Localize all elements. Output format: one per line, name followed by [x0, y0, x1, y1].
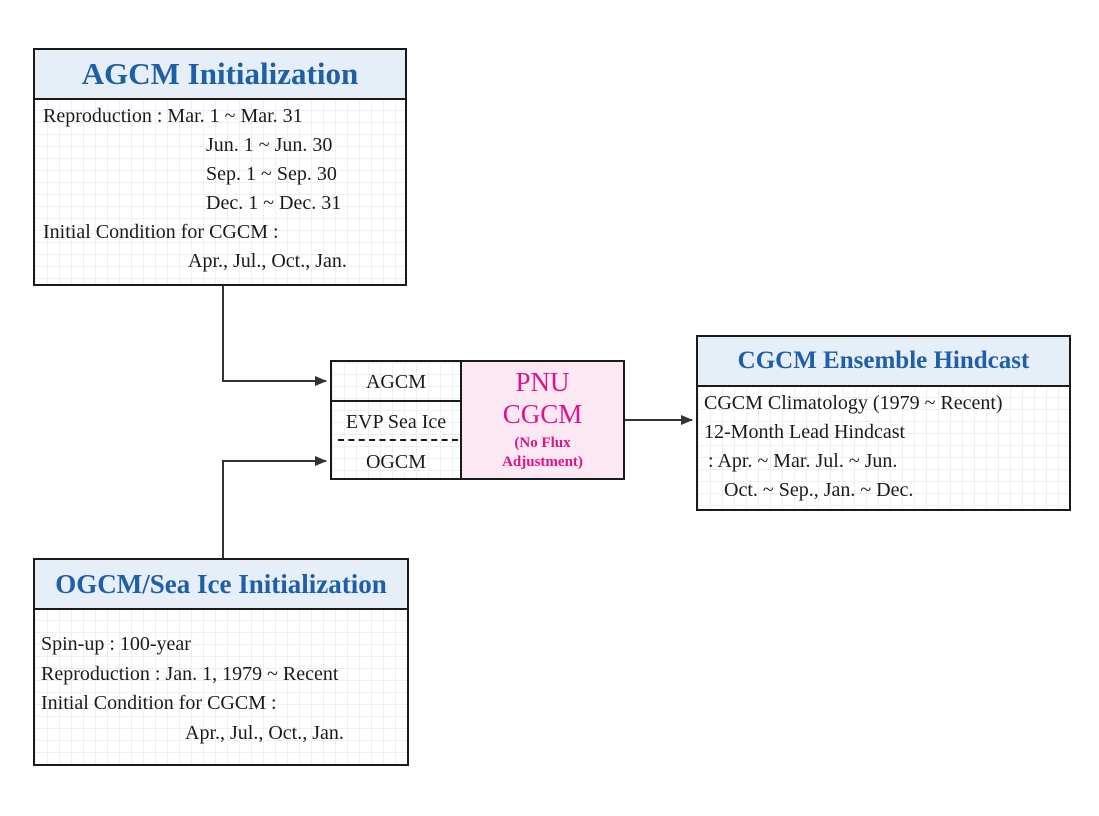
ogcm-line-reproduction: Reproduction : Jan. 1, 1979 ~ Recent: [41, 663, 339, 685]
model-name-cgcm: CGCM: [502, 399, 583, 429]
agcm-line-initial-condition: Initial Condition for CGCM :: [43, 221, 279, 243]
model-note-line1: (No Flux: [514, 435, 571, 451]
component-agcm: AGCM: [365, 371, 426, 393]
agcm-line-months: Apr., Jul., Oct., Jan.: [188, 250, 347, 272]
cgcm-ensemble-hindcast-box: CGCM Ensemble Hindcast CGCM Climatology …: [696, 335, 1071, 511]
hindcast-line-months-1: : Apr. ~ Mar. Jul. ~ Jun.: [708, 450, 898, 472]
ogcm-line-months: Apr., Jul., Oct., Jan.: [185, 722, 344, 744]
agcm-line-jun: Jun. 1 ~ Jun. 30: [206, 134, 333, 156]
agcm-line-reproduction: Reproduction : Mar. 1 ~ Mar. 31: [43, 105, 303, 127]
hindcast-line-lead: 12-Month Lead Hindcast: [704, 421, 906, 443]
ogcm-line-initial-condition: Initial Condition for CGCM :: [41, 692, 277, 714]
ogcm-line-spin-up: Spin-up : 100-year: [41, 633, 191, 655]
hindcast-line-months-2: Oct. ~ Sep., Jan. ~ Dec.: [724, 479, 914, 501]
agcm-line-sep: Sep. 1 ~ Sep. 30: [206, 163, 337, 185]
model-name-panel: PNU CGCM (No Flux Adjustment): [462, 362, 623, 478]
model-components: AGCM EVP Sea Ice OGCM: [332, 362, 462, 478]
model-name-pnu: PNU: [515, 367, 570, 397]
component-ogcm: OGCM: [365, 451, 426, 473]
component-evp-sea-ice: EVP Sea Ice: [345, 411, 447, 433]
agcm-initialization-box: AGCM Initialization Reproduction : Mar. …: [33, 48, 407, 286]
model-note-line2: Adjustment): [502, 454, 583, 470]
hindcast-line-climatology: CGCM Climatology (1979 ~ Recent): [704, 392, 1003, 414]
ogcm-sea-ice-initialization-title: OGCM/Sea Ice Initialization: [35, 560, 407, 610]
cgcm-ensemble-hindcast-title: CGCM Ensemble Hindcast: [698, 337, 1069, 387]
pnu-cgcm-model-box: AGCM EVP Sea Ice OGCM PNU CGCM (No Flux …: [330, 360, 625, 480]
component-divider: [332, 400, 460, 402]
arrow-ogcm-init-to-model: [222, 456, 327, 558]
agcm-initialization-title: AGCM Initialization: [35, 50, 405, 100]
ogcm-sea-ice-initialization-box: OGCM/Sea Ice Initialization Spin-up : 10…: [33, 558, 409, 766]
arrow-agcm-init-to-model: [222, 286, 327, 386]
component-dashed-divider: [338, 439, 458, 441]
agcm-line-dec: Dec. 1 ~ Dec. 31: [206, 192, 342, 214]
